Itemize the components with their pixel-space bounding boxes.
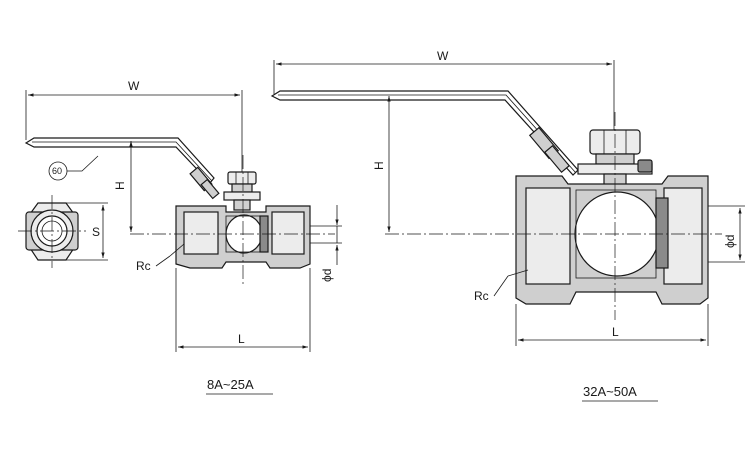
small-length-label: L [238, 332, 245, 346]
small-width-label: W [128, 79, 140, 93]
handle-callout-label: 60 [52, 166, 62, 176]
hex-size-label: S [92, 225, 100, 239]
small-valve-handle [24, 137, 220, 200]
large-thread-label: Rc [474, 289, 489, 303]
small-valve-caption: 8A~25A [207, 377, 254, 392]
small-valve-end-view: S [18, 195, 108, 268]
large-valve-body [515, 175, 709, 305]
large-valve-handle [270, 90, 579, 176]
large-bore-label: ϕd [723, 235, 737, 248]
small-valve-stem [223, 171, 261, 211]
small-bore-label: ϕd [320, 269, 334, 282]
small-height-label: H [113, 181, 127, 190]
large-length-label: L [612, 325, 619, 339]
small-valve-body [175, 205, 311, 269]
large-valve-view: W H ϕd Rc L 32A~50A [270, 49, 745, 402]
large-height-label: H [372, 161, 386, 170]
small-valve-view: S [18, 79, 342, 395]
large-valve-caption: 32A~50A [583, 384, 637, 399]
small-thread-label: Rc [136, 259, 151, 273]
large-width-label: W [437, 49, 449, 63]
